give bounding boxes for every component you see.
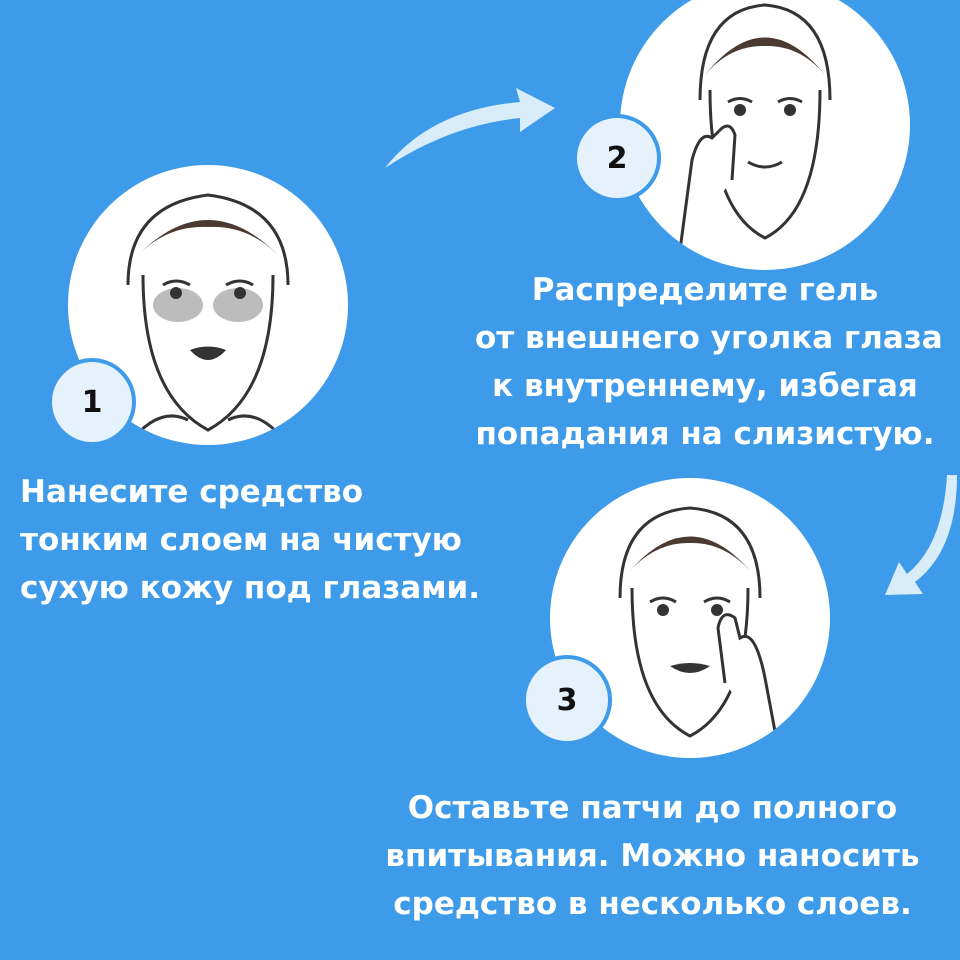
face-with-hand-at-eye-icon [678, 3, 832, 251]
text-line: средство в несколько слоев. [393, 886, 912, 922]
step-1-badge: 1 [48, 358, 136, 446]
step-2-badge: 2 [573, 114, 661, 202]
step-2-text: Распределите гель от внешнего уголка гла… [475, 266, 943, 458]
text-line: к внутреннему, избегая [492, 368, 918, 404]
step-3-badge: 3 [522, 655, 612, 745]
step-1-text: Нанесите средство тонким слоем на чистую… [20, 468, 480, 612]
text-line: Нанесите средство [20, 474, 364, 510]
text-line: попадания на слизистую. [475, 416, 935, 452]
step-number: 1 [81, 384, 103, 420]
step-number: 2 [606, 140, 628, 176]
text-line: тонким слоем на чистую [20, 522, 462, 558]
text-line: Оставьте патчи до полного [407, 790, 898, 826]
face-with-eye-patches-icon [126, 193, 290, 445]
step-2-illustration [620, 0, 910, 270]
text-line: впитывания. Можно наносить [385, 838, 920, 874]
text-line: сухую кожу под глазами. [20, 570, 481, 606]
curved-arrow-icon [885, 475, 957, 595]
text-line: Распределите гель [531, 272, 879, 308]
step-number: 3 [556, 682, 578, 718]
step-3-text: Оставьте патчи до полного впитывания. Мо… [375, 784, 930, 928]
curved-arrow-icon [385, 88, 555, 168]
face-with-hand-on-cheek-icon [618, 506, 782, 758]
text-line: от внешнего уголка глаза [475, 320, 943, 356]
